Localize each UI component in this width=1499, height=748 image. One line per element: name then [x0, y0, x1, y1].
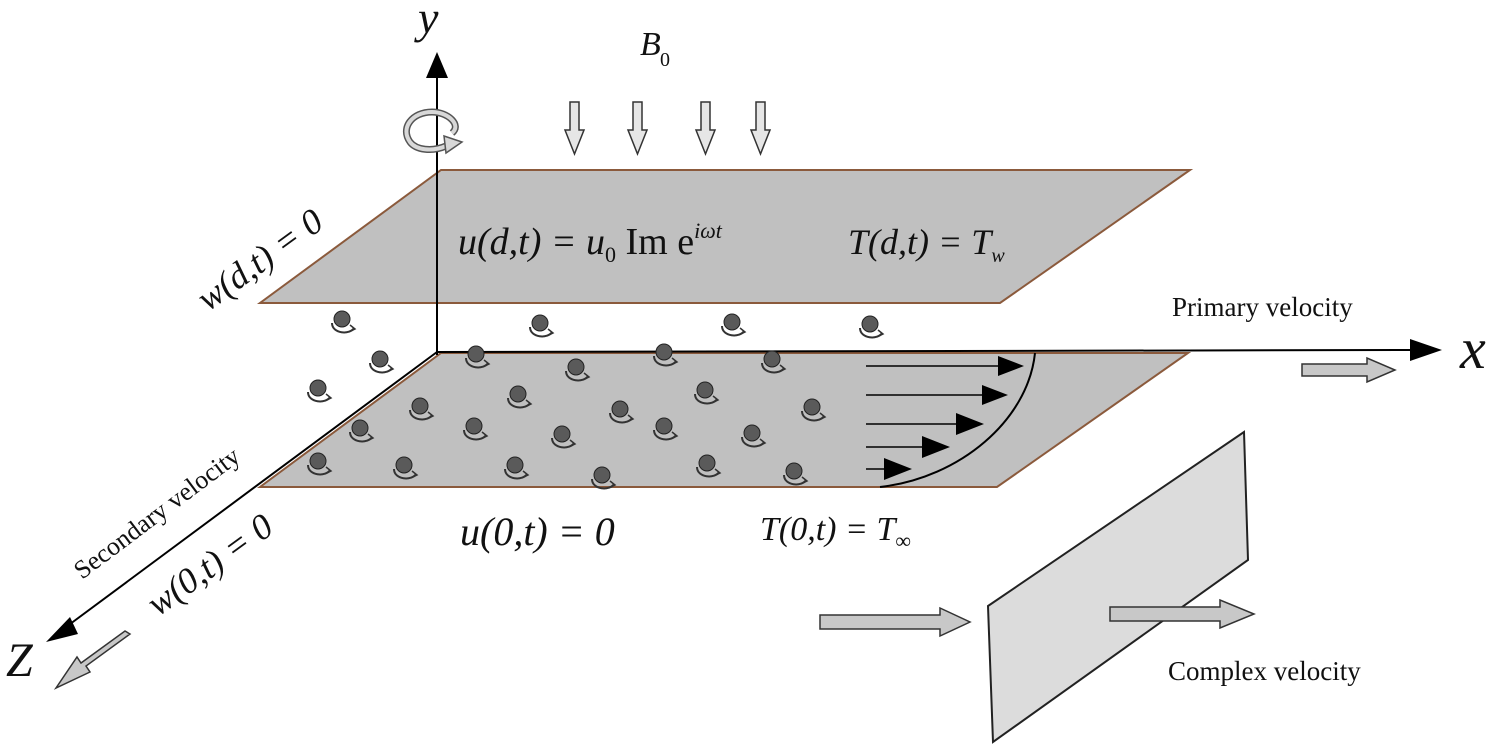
particle-icon	[696, 454, 722, 478]
profile-arrowhead-icon	[982, 385, 1008, 405]
particle-icon	[591, 466, 617, 490]
primary-velocity-label: Primary velocity	[1172, 292, 1353, 322]
particle-icon	[801, 398, 827, 422]
particle-icon	[307, 379, 333, 403]
primary-velocity-arrow-icon	[1301, 356, 1397, 384]
particle-icon	[349, 419, 375, 443]
particle-icon	[761, 350, 787, 374]
particle-icon	[653, 343, 679, 367]
particle-icon	[463, 417, 489, 441]
top-plate	[256, 169, 1194, 304]
y-axis-arrowhead-icon	[426, 52, 448, 78]
profile-arrowhead-icon	[998, 356, 1024, 376]
complex-velocity-outgoing-arrow-icon	[1109, 598, 1256, 630]
rotation-arrow-icon	[402, 108, 464, 155]
velocity-profile	[866, 352, 1036, 488]
x-axis	[436, 349, 1421, 353]
top-plate-velocity-condition: u(d,t) = u0 Im eiωt	[458, 218, 723, 267]
particle-icon	[331, 310, 357, 334]
complex-velocity-plane	[986, 430, 1250, 744]
svg-text:B: B	[640, 26, 661, 63]
svg-text:0: 0	[660, 49, 670, 71]
particle-icon	[859, 315, 885, 339]
particle-icon	[609, 400, 635, 424]
particle-icon	[465, 345, 491, 369]
complex-velocity-label: Complex velocity	[1168, 656, 1361, 686]
z-axis	[61, 351, 438, 631]
profile-arrowhead-icon	[922, 436, 950, 458]
particle-icon	[409, 397, 435, 421]
svg-text:T(0,t) = T∞: T(0,t) = T∞	[760, 511, 911, 553]
particle-icon	[393, 456, 419, 480]
bottom-plate-velocity-condition: u(0,t) = 0	[460, 509, 615, 554]
particle-icon	[741, 424, 767, 448]
svg-text:T(d,t) = Tw: T(d,t) = Tw	[848, 222, 1005, 267]
x-axis-label: x	[1459, 316, 1486, 381]
magnetic-field-label: B 0	[640, 26, 670, 71]
magnetic-field-arrow-icon	[563, 101, 586, 157]
magnetic-field-arrow-icon	[694, 101, 717, 157]
particles	[307, 310, 885, 490]
particle-icon	[783, 462, 809, 486]
magnetic-field-arrows	[563, 101, 772, 157]
particle-icon	[369, 350, 395, 374]
z-axis-label: Z	[6, 634, 34, 687]
particle-icon	[565, 358, 591, 382]
magnetic-field-arrow-icon	[749, 101, 772, 157]
particle-icon	[551, 425, 577, 449]
particle-icon	[307, 452, 333, 476]
complex-velocity-incoming-arrow-icon	[819, 606, 972, 638]
particle-icon	[507, 385, 533, 409]
secondary-velocity-arrow-icon	[53, 630, 132, 690]
bottom-plate-temperature-condition: T(0,t) = T∞	[760, 511, 911, 553]
particle-icon	[694, 381, 720, 405]
magnetic-field-arrow-icon	[626, 101, 649, 157]
particle-icon	[529, 314, 555, 338]
particle-icon	[653, 417, 679, 441]
top-plate-temperature-condition: T(d,t) = Tw	[848, 222, 1005, 267]
particle-icon	[721, 313, 747, 337]
y-axis-label: y	[414, 0, 439, 43]
z-axis-arrowhead-icon	[46, 617, 78, 642]
bottom-plate	[256, 352, 1192, 488]
profile-arrowhead-icon	[956, 413, 984, 435]
profile-arrowhead-icon	[884, 458, 912, 480]
x-axis-arrowhead-icon	[1410, 339, 1442, 361]
particle-icon	[504, 456, 530, 480]
svg-text:u(d,t) = u0 Im eiωt: u(d,t) = u0 Im eiωt	[458, 218, 723, 267]
